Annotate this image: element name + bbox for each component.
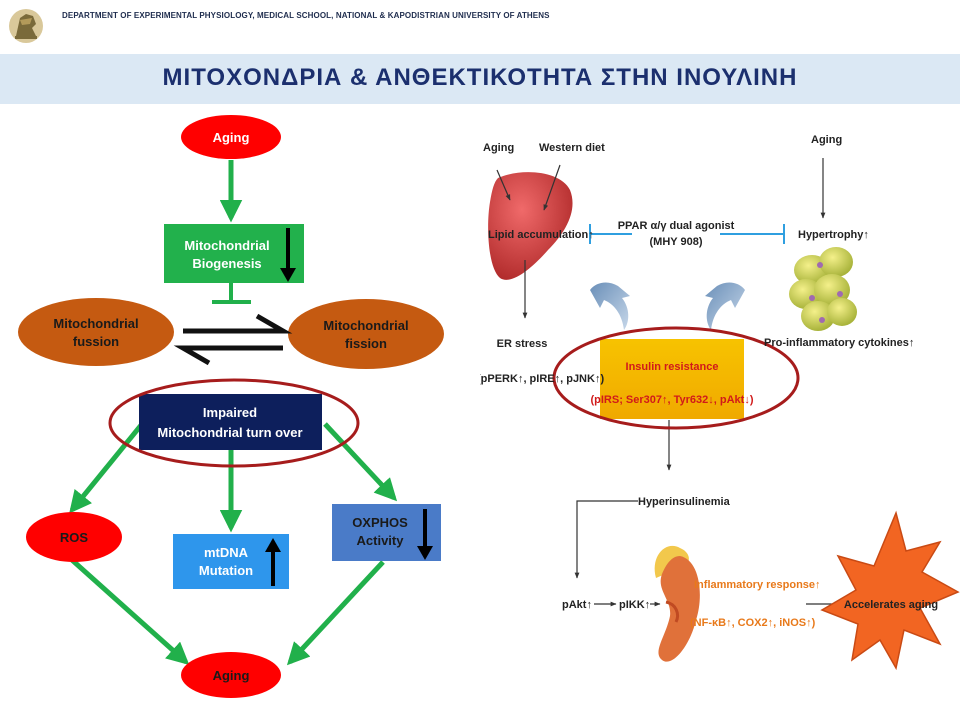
insulin-resistance-label: Insulin resistance <box>626 361 719 373</box>
biogenesis-line2: Biogenesis <box>192 256 261 271</box>
down-arrow-icon <box>280 228 296 282</box>
university-logo <box>9 9 43 43</box>
western-diet-label: Western diet <box>539 142 605 154</box>
impaired-line2: Mitochondrial turn over <box>157 425 302 440</box>
flow-arrows <box>496 158 841 607</box>
inflammatory-response-label: Inflammatory response↑ <box>694 579 821 591</box>
insulin-markers-label: (pIRS; Ser307↑, Tyr632↓, pAkt↓) <box>590 394 753 406</box>
liver-illustration <box>488 172 573 280</box>
hyperinsulinemia-label: Hyperinsulinemia <box>638 496 731 508</box>
impaired-turnover-box <box>139 394 322 450</box>
aging-node-top <box>181 115 281 159</box>
ros-node <box>26 512 122 562</box>
oxphos-line1: OXPHOS <box>352 515 408 530</box>
title-band <box>0 54 960 104</box>
accelerates-aging-label: Accelerates aging <box>844 599 938 611</box>
highlight-ellipse-right <box>552 326 800 430</box>
inflammatory-markers-label: (NF-κB↑, COX2↑, iNOS↑) <box>690 617 816 629</box>
er-markers-label: (pPERK↑, pIRE↑, pJNK↑) <box>480 373 604 385</box>
fussion-line1: Mitochondrial <box>53 316 138 331</box>
insulin-resistance-diagram: Aging Western diet Aging Lipid accumulat… <box>480 134 960 671</box>
down-arrow-icon <box>417 509 433 560</box>
hypertrophy-label: Hypertrophy↑ <box>798 229 869 241</box>
aging-top-label: Aging <box>213 130 250 145</box>
adipocyte-cluster-illustration <box>789 247 857 331</box>
ros-label: ROS <box>60 530 89 545</box>
slide-title: ΜΙΤΟΧΟΝΔΡΙΑ & ΑΝΘΕΚΤΙΚΟΤΗΤΑ ΣΤΗΝ ΙΝΟΥΛΙΝ… <box>162 64 798 91</box>
ppar-inhibition-lines <box>589 224 785 244</box>
green-arrows <box>69 160 398 666</box>
highlight-ellipse-left <box>108 378 360 468</box>
fission-line1: Mitochondrial <box>323 318 408 333</box>
ppar-agonist-label: PPAR α/γ dual agonist <box>618 220 735 232</box>
up-arrow-icon <box>265 538 281 586</box>
fission-ellipse <box>288 299 444 369</box>
equilibrium-arrows-icon <box>173 313 293 366</box>
mtdna-line2: Mutation <box>199 563 253 578</box>
impaired-line1: Impaired <box>203 405 257 420</box>
aging-node-bottom <box>181 652 281 698</box>
fussion-ellipse <box>18 298 174 366</box>
aging-bottom-label: Aging <box>213 668 250 683</box>
biogenesis-line1: Mitochondrial <box>184 238 269 253</box>
aging-left-label: Aging <box>483 142 514 154</box>
biogenesis-box <box>164 224 304 283</box>
mitochondria-aging-diagram: Aging Mitochondrial Biogenesis Mitochond… <box>18 115 444 698</box>
fission-line2: fission <box>345 336 387 351</box>
er-stress-label: ER stress <box>497 338 548 350</box>
lipid-accumulation-label: Lipid accumulation↑ <box>488 229 594 241</box>
pikk-label: pIKK↑ <box>619 599 650 611</box>
mtdna-box <box>173 534 289 589</box>
pro-inflammatory-label: Pro-inflammatory cytokines↑ <box>764 337 914 349</box>
curved-arrows-icon <box>590 282 745 330</box>
insulin-resistance-box <box>600 339 744 419</box>
kidney-illustration <box>654 545 700 662</box>
accelerates-aging-star <box>820 510 960 671</box>
inhibition-symbol <box>212 283 251 304</box>
fussion-line2: fussion <box>73 334 119 349</box>
department-header: DEPARTMENT OF EXPERIMENTAL PHYSIOLOGY, M… <box>62 11 550 20</box>
mtdna-line1: mtDNA <box>204 545 249 560</box>
aging-right-label: Aging <box>811 134 842 146</box>
pakt-label: pAkt↑ <box>562 599 592 611</box>
oxphos-line2: Activity <box>357 533 405 548</box>
mhy908-label: (MHY 908) <box>650 236 703 248</box>
